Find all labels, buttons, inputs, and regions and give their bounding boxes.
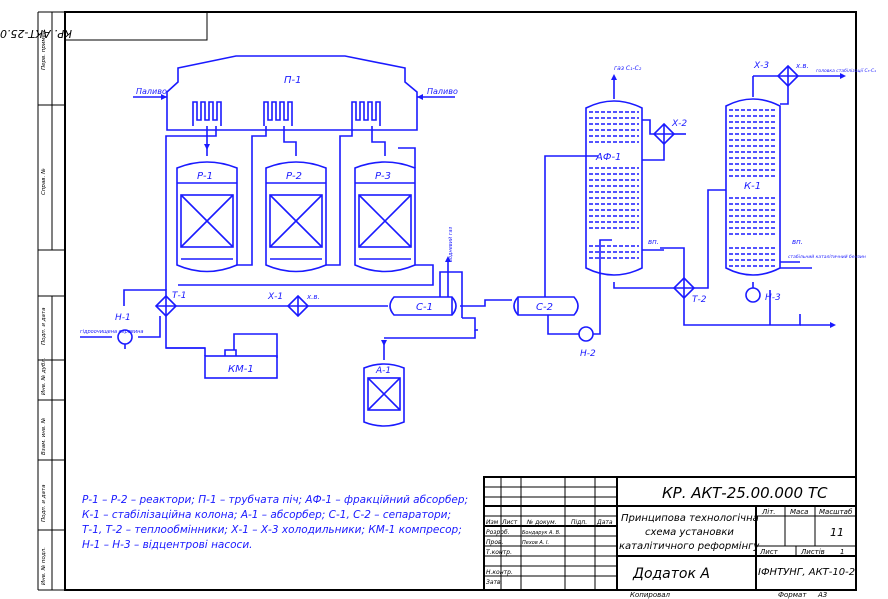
fractionator-af1 — [585, 74, 643, 276]
row-developed: Розроб. — [486, 529, 510, 536]
appendix-label: Додаток А — [632, 566, 710, 582]
legend-line-1: Р-1 – Р-2 – реактори; П-1 – трубчата піч… — [82, 494, 468, 506]
furnace-label: П-1 — [284, 75, 302, 86]
copied-label: Копировал — [630, 591, 671, 599]
t1-label: Т-1 — [172, 291, 186, 301]
x3-label: Х-3 — [753, 61, 769, 71]
checker-name: Пехов А. І. — [522, 540, 549, 546]
hydrogen-gas-label: водневий газ — [448, 226, 454, 262]
cooler-x1 — [286, 294, 310, 318]
sheets-label: Листів — [800, 548, 825, 556]
furnace-reactor-piping — [165, 126, 434, 290]
side-label-6: Подп. и дата — [41, 484, 47, 522]
reactor-r1-label: Р-1 — [197, 171, 213, 182]
separator-c1 — [389, 296, 457, 316]
compressor-km1 — [204, 349, 278, 379]
side-label-4: Инв. № дубл. — [41, 357, 47, 395]
a1-label: А-1 — [375, 366, 391, 376]
pump-n2 — [578, 326, 594, 342]
reactor-r3-label: Р-3 — [375, 171, 391, 182]
title-doc-code: КР. АКТ-25.00.000 ТС — [662, 484, 828, 502]
km1-label: КМ-1 — [228, 364, 254, 375]
fuel-right-label: Паливо — [427, 87, 458, 96]
x1-water-label: х.в. — [306, 293, 320, 301]
pump-n3 — [745, 282, 761, 303]
row-approved: Затв. — [486, 579, 503, 586]
c1-label: С-1 — [416, 302, 433, 313]
hdr-list: Лист — [501, 519, 518, 526]
furnace-p1 — [166, 55, 418, 131]
fractionator-trays — [589, 111, 639, 259]
title-line-2: схема установки — [645, 527, 734, 538]
developer-name: Бондарук А. В. — [522, 530, 561, 536]
n2-label: Н-2 — [580, 349, 596, 359]
t2-label: Т-2 — [692, 295, 707, 305]
scale-value: 11 — [830, 526, 844, 539]
hdr-sign: Підп. — [571, 519, 587, 526]
cooler-x2 — [652, 122, 676, 146]
row-ncontrol: Н.контр. — [486, 569, 513, 576]
side-label-7: Инв. № подл. — [41, 547, 47, 585]
col-scale: Масштаб — [819, 508, 853, 516]
x1-label: Х-1 — [267, 292, 283, 302]
stamp-doc-code: КР. АКТ-25.00.000 ТС — [0, 27, 72, 40]
af1-label: АФ-1 — [595, 152, 621, 163]
hdr-izm: Изм — [486, 519, 499, 526]
legend-line-4: Н-1 – Н-3 – відцентрові насоси. — [82, 539, 253, 551]
x3-water-label: х.в. — [795, 62, 809, 70]
reflux-out-label: головка стабілізації С₃-С₄ — [816, 68, 876, 74]
sheets-value: 1 — [840, 548, 844, 556]
col-mass: Маса — [790, 508, 808, 516]
steam-2-label: вп. — [792, 238, 803, 246]
pump-n1 — [117, 329, 133, 349]
row-tcontrol: Т.контр. — [486, 549, 512, 556]
hdr-date: Дата — [596, 519, 613, 526]
stable-gasoline-label: стабільний каталітичний бензин — [788, 254, 866, 260]
side-label-3: Подп. и дата — [41, 307, 47, 345]
reactor-r1 — [176, 161, 238, 273]
separator-c2 — [513, 296, 579, 316]
reactor-r2-label: Р-2 — [286, 171, 302, 182]
x2-label: Х-2 — [671, 119, 687, 129]
feed-label: гідроочищена сировина — [80, 329, 143, 335]
heat-exchanger-t2 — [672, 276, 696, 300]
k1-label: К-1 — [744, 181, 761, 192]
format-value: А3 — [817, 591, 827, 599]
legend-line-3: Т-1, Т-2 – теплообмінники; Х-1 – Х-3 хол… — [82, 524, 462, 536]
column-trays — [729, 109, 777, 267]
col-lit: Літ. — [761, 508, 776, 516]
drawing-frame — [37, 11, 857, 591]
title-line-1: Принципова технологічна — [621, 512, 759, 524]
c2-label: С-2 — [536, 302, 553, 313]
fuel-left-label: Паливо — [136, 87, 167, 96]
organisation: ІФНТУНГ, АКТ-10-2 — [758, 567, 855, 578]
absorber-a1 — [363, 363, 405, 427]
title-line-3: каталітичного реформінгу — [619, 540, 760, 552]
side-label-5: Взам. инв. № — [41, 417, 47, 455]
title-block — [483, 476, 857, 591]
hdr-doc: № докум. — [526, 519, 557, 526]
gas-out-label: газ С₁-С₂ — [614, 65, 642, 72]
side-label-1: Перв. примен. — [41, 28, 47, 70]
n3-label: Н-3 — [765, 293, 781, 303]
format-label: Формат — [778, 591, 807, 599]
row-checked: Пров. — [486, 539, 504, 546]
cooler-x3 — [776, 64, 800, 88]
steam-1-label: вп. — [648, 238, 659, 246]
side-label-2: Справ. № — [41, 168, 47, 195]
legend-line-2: К-1 – стабілізаційна колона; А-1 – абсор… — [82, 509, 451, 521]
sheet-label: Лист — [759, 548, 779, 556]
n1-label: Н-1 — [115, 313, 131, 323]
